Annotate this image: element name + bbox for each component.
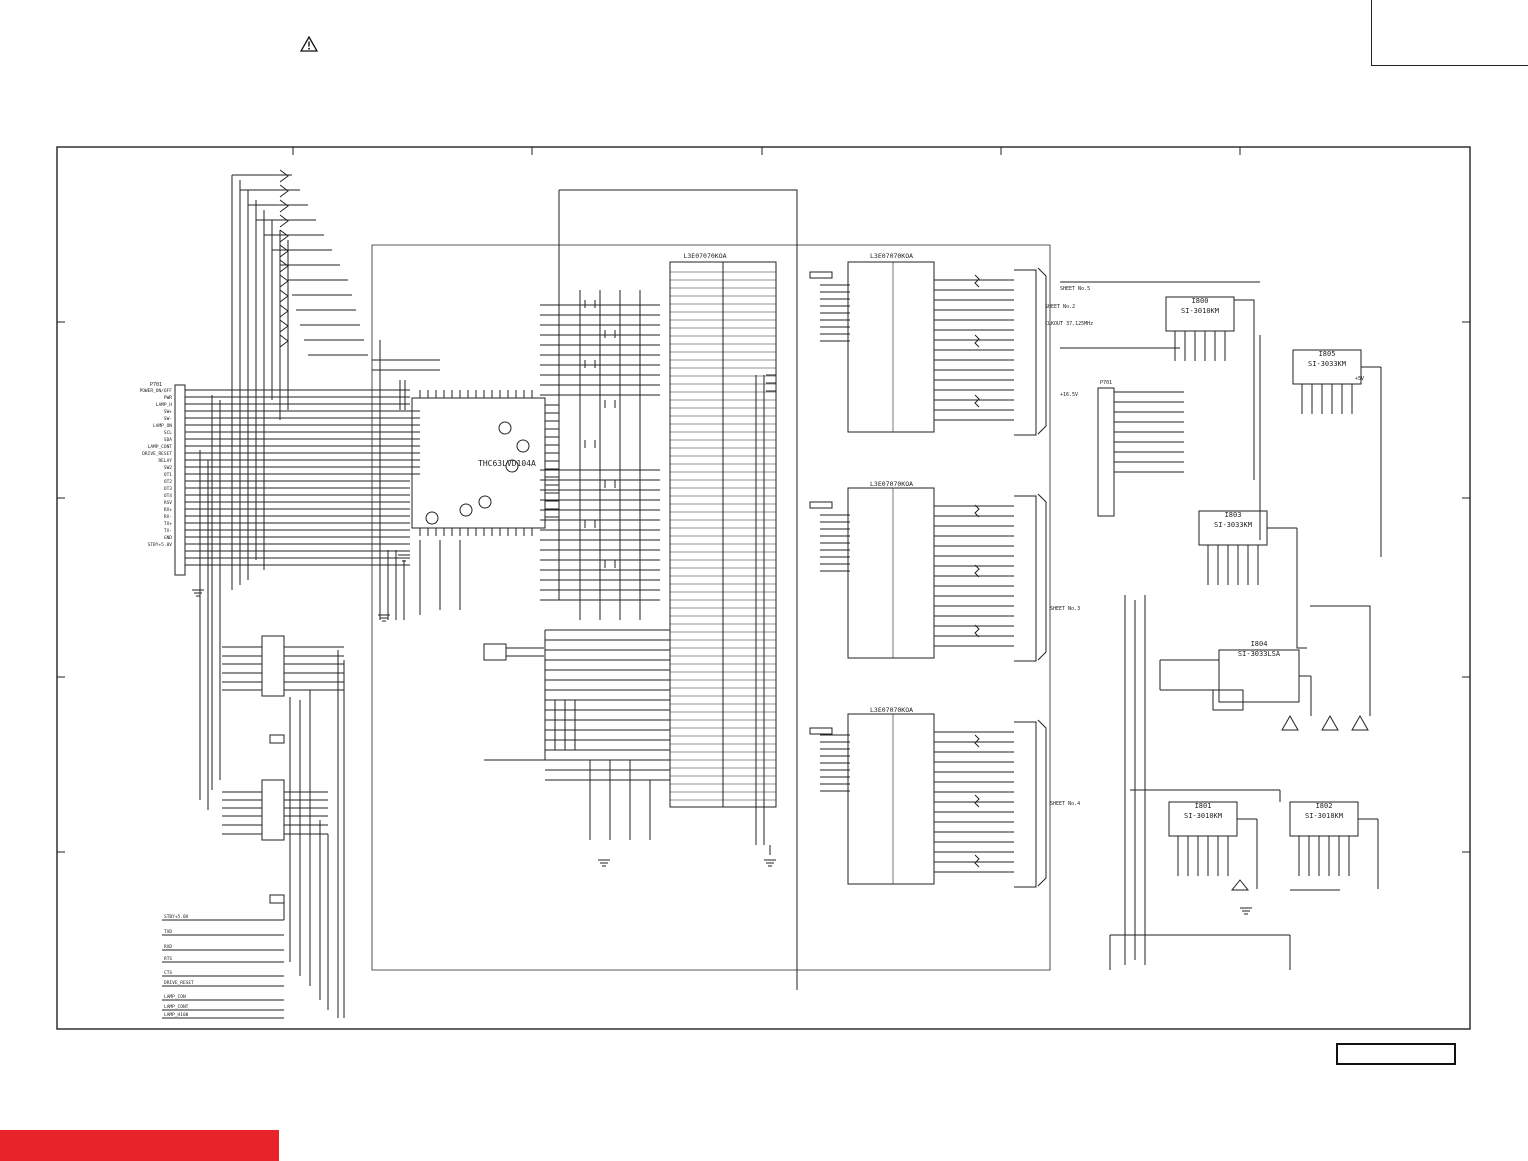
interface-label: TXD bbox=[164, 929, 172, 935]
connector-pin: OT2 bbox=[164, 479, 172, 485]
interface-label: LAMP_CON bbox=[164, 994, 186, 1000]
note-sheet2: SHEET No.2 bbox=[1045, 304, 1075, 310]
note-v5: +5V bbox=[1355, 376, 1364, 382]
interface-label: RXD bbox=[164, 944, 172, 950]
connector-pin: SW+ bbox=[164, 409, 172, 415]
connector-pin: TX- bbox=[164, 528, 172, 534]
connector-pin: SW- bbox=[164, 416, 172, 422]
ic-1801-part: SI-3010KM bbox=[1184, 812, 1222, 820]
connector-pin: PWR bbox=[164, 395, 172, 401]
note-sheet4: SHEET No.4 bbox=[1050, 801, 1080, 807]
warning-triangle-icon bbox=[300, 36, 318, 52]
accent-bar bbox=[0, 1130, 279, 1161]
connector-pin: GND bbox=[164, 535, 172, 541]
ic-1801-ref: I801 bbox=[1195, 802, 1212, 810]
connector-pin: POWER_ON/OFF bbox=[139, 388, 172, 394]
connector-pin: STBY+5.0V bbox=[148, 542, 173, 548]
ic-1804-part: SI-3033LSA bbox=[1238, 650, 1281, 658]
interface-label: LAMP_H100 bbox=[164, 1012, 189, 1018]
ic-1803-ref: I803 bbox=[1225, 511, 1242, 519]
ic-1770-label: L3E07070KOA bbox=[870, 480, 913, 488]
connector-pin: SCL bbox=[164, 430, 172, 436]
ic-1800-part: SI-3010KM bbox=[1181, 307, 1219, 315]
ic-1780-label: L3E07070KOA bbox=[870, 706, 913, 714]
connector-pin: SW2 bbox=[164, 465, 172, 471]
ic-1805-part: SI-3033KM bbox=[1308, 360, 1346, 368]
note-clock: CLKOUT 37.125MHz bbox=[1045, 321, 1093, 327]
connector-pin: LAMP_ON bbox=[153, 423, 172, 429]
connector-pin: LAMP_H bbox=[156, 402, 173, 408]
interface-label: DRIVE_RESET bbox=[164, 980, 194, 986]
connector-pin: OT3 bbox=[164, 486, 172, 492]
connector-pin: OT1 bbox=[164, 472, 172, 478]
ic-1800-ref: I800 bbox=[1192, 297, 1209, 305]
ic-1802-part: SI-3018KM bbox=[1305, 812, 1343, 820]
ic-1760-label: L3E07070KOA bbox=[870, 252, 913, 260]
connector-pin: RX- bbox=[164, 514, 172, 520]
interface-label: CTS bbox=[164, 970, 172, 976]
connector-pin: SDA bbox=[164, 437, 172, 443]
connector-pin: RSV bbox=[164, 500, 172, 506]
connector-pin: OT4 bbox=[164, 493, 172, 499]
ic-1804-ref: I804 bbox=[1251, 640, 1268, 648]
note-p701: P701 bbox=[1100, 380, 1112, 386]
connector-pin: DRIVE_RESET bbox=[142, 451, 172, 457]
interface-label: RTS bbox=[164, 956, 172, 962]
interface-label: LAMP_CONT bbox=[164, 1004, 189, 1010]
note-vdd: +16.5V bbox=[1060, 392, 1078, 398]
note-sheet3: SHEET No.3 bbox=[1050, 606, 1080, 612]
ic-1750-label: L3E07070KOA bbox=[683, 252, 726, 260]
connector-ref: P701 bbox=[150, 382, 162, 388]
connector-pin: TX+ bbox=[164, 521, 172, 527]
interface-label: STBY+5.0V bbox=[164, 914, 189, 920]
connector-pin: RX+ bbox=[164, 507, 172, 513]
ic-1720-label: THC63LVD104A bbox=[478, 459, 536, 468]
title-corner-box bbox=[1371, 0, 1528, 66]
ic-1805-ref: I805 bbox=[1319, 350, 1336, 358]
page-number-box bbox=[1336, 1043, 1456, 1065]
ic-1803-part: SI-3033KM bbox=[1214, 521, 1252, 529]
connector-pin: RELAY bbox=[158, 458, 172, 464]
ic-1802-ref: I802 bbox=[1316, 802, 1333, 810]
connector-pin: LAMP_CONT bbox=[148, 444, 173, 450]
note-sheet5: SHEET No.5 bbox=[1060, 286, 1090, 292]
